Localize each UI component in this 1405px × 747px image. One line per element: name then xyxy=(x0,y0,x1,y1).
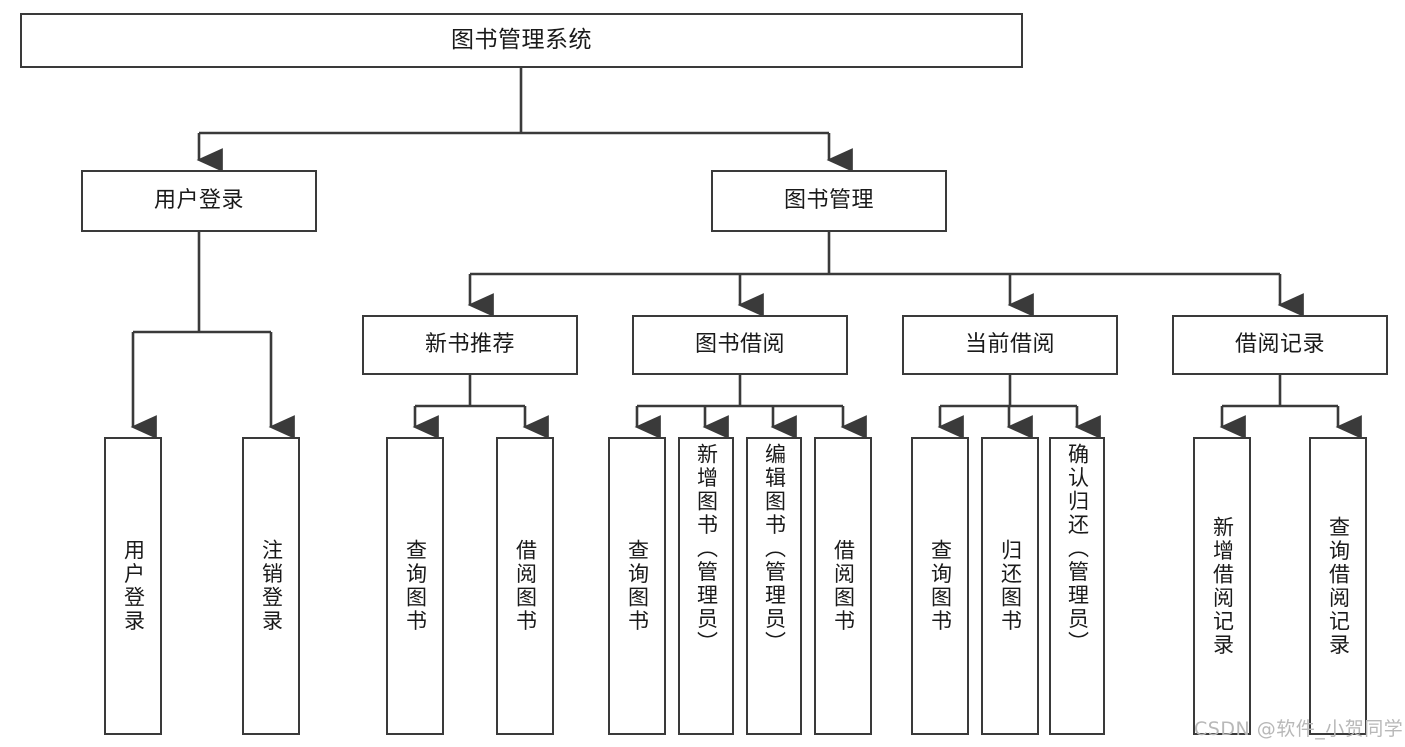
node-leaf-query-record[interactable]: 查询借阅记录 xyxy=(1309,437,1367,735)
node-borrow-record[interactable]: 借阅记录 xyxy=(1172,315,1388,375)
node-leaf-borrow-book-2-label: 借阅图书 xyxy=(831,539,856,633)
node-leaf-query-book-3-label: 查询图书 xyxy=(928,539,953,633)
node-current-borrow-label: 当前借阅 xyxy=(964,332,1055,358)
node-book-borrow-label: 图书借阅 xyxy=(694,332,785,358)
node-leaf-query-book-2[interactable]: 查询图书 xyxy=(608,437,666,735)
node-leaf-user-login[interactable]: 用户登录 xyxy=(104,437,162,735)
node-book-borrow[interactable]: 图书借阅 xyxy=(632,315,848,375)
node-leaf-return-book-label: 归还图书 xyxy=(998,539,1023,633)
node-leaf-confirm-return-label: 确认归还（管理员） xyxy=(1065,443,1090,655)
node-root[interactable]: 图书管理系统 xyxy=(20,13,1023,68)
node-leaf-query-record-label: 查询借阅记录 xyxy=(1326,515,1351,657)
node-leaf-add-book[interactable]: 新增图书（管理员） xyxy=(678,437,734,735)
node-root-label: 图书管理系统 xyxy=(451,27,592,54)
node-user-login-label: 用户登录 xyxy=(153,188,244,214)
node-leaf-add-book-label: 新增图书（管理员） xyxy=(694,443,719,655)
node-leaf-logout[interactable]: 注销登录 xyxy=(242,437,300,735)
node-user-login[interactable]: 用户登录 xyxy=(81,170,317,232)
node-book-manage-label: 图书管理 xyxy=(783,188,874,214)
node-leaf-borrow-book-1-label: 借阅图书 xyxy=(513,539,538,633)
node-leaf-borrow-book-1[interactable]: 借阅图书 xyxy=(496,437,554,735)
node-leaf-add-record-label: 新增借阅记录 xyxy=(1210,515,1235,657)
node-leaf-borrow-book-2[interactable]: 借阅图书 xyxy=(814,437,872,735)
node-current-borrow[interactable]: 当前借阅 xyxy=(902,315,1118,375)
csdn-watermark: CSDN @软件_小贺同学 xyxy=(1194,718,1404,740)
node-leaf-user-login-label: 用户登录 xyxy=(121,539,146,633)
node-leaf-add-record[interactable]: 新增借阅记录 xyxy=(1193,437,1251,735)
node-leaf-query-book-2-label: 查询图书 xyxy=(625,539,650,633)
node-leaf-logout-label: 注销登录 xyxy=(259,539,284,633)
node-new-book-recommend-label: 新书推荐 xyxy=(424,332,515,358)
node-new-book-recommend[interactable]: 新书推荐 xyxy=(362,315,578,375)
node-leaf-return-book[interactable]: 归还图书 xyxy=(981,437,1039,735)
node-borrow-record-label: 借阅记录 xyxy=(1234,332,1325,358)
node-leaf-edit-book-label: 编辑图书（管理员） xyxy=(762,443,787,655)
node-leaf-query-book-3[interactable]: 查询图书 xyxy=(911,437,969,735)
node-leaf-query-book-1[interactable]: 查询图书 xyxy=(386,437,444,735)
node-leaf-edit-book[interactable]: 编辑图书（管理员） xyxy=(746,437,802,735)
node-leaf-confirm-return[interactable]: 确认归还（管理员） xyxy=(1049,437,1105,735)
node-book-manage[interactable]: 图书管理 xyxy=(711,170,947,232)
node-leaf-query-book-1-label: 查询图书 xyxy=(403,539,428,633)
